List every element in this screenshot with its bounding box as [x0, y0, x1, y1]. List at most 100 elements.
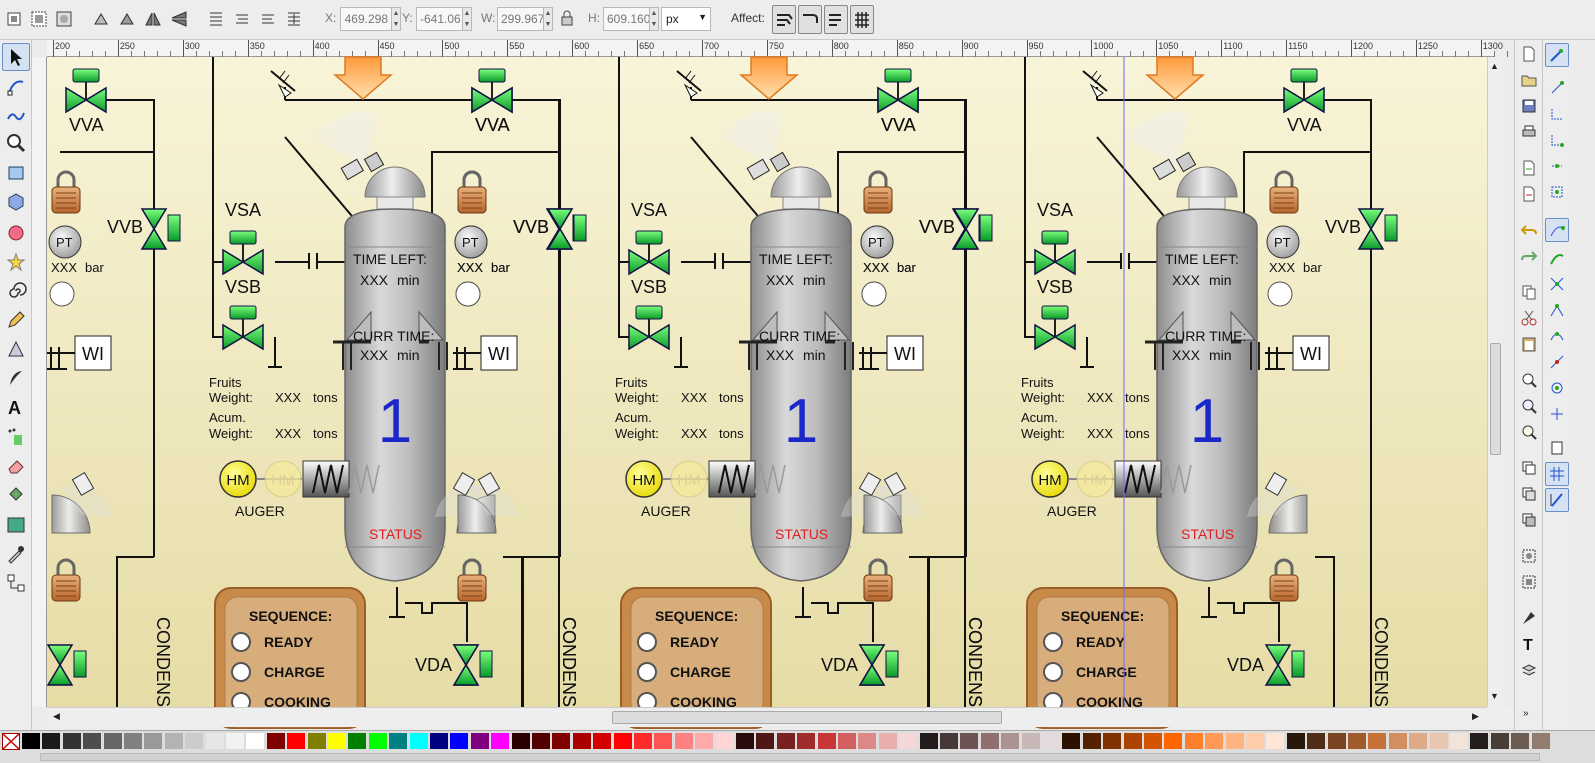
valve-vsb[interactable]	[222, 305, 264, 351]
wi-box-left[interactable]	[886, 335, 924, 371]
color-swatch[interactable]	[654, 733, 673, 749]
pencil-tool-icon[interactable]	[6, 310, 26, 330]
ellipse-tool-icon[interactable]	[6, 223, 26, 243]
valve-vda[interactable]	[1264, 644, 1305, 686]
color-swatch[interactable]	[1144, 733, 1162, 749]
pt-gauge-right[interactable]	[1266, 225, 1300, 259]
color-swatch[interactable]	[470, 733, 489, 749]
hm-motor-indicator[interactable]	[1031, 460, 1069, 498]
undo-icon[interactable]	[1520, 222, 1537, 238]
color-swatch[interactable]	[450, 733, 469, 749]
pt-gauge-left[interactable]	[454, 225, 488, 259]
raise-to-top-icon[interactable]	[207, 10, 225, 28]
color-swatch[interactable]	[858, 733, 877, 749]
export-icon[interactable]	[1521, 186, 1537, 202]
valve-vva-right[interactable]	[1283, 68, 1325, 114]
scroll-down-icon[interactable]: ▼	[1490, 691, 1499, 701]
text-font-icon[interactable]: T	[1521, 636, 1537, 654]
hm-motor-indicator[interactable]	[219, 460, 257, 498]
spray-tool-icon[interactable]	[6, 427, 26, 447]
affect-stroke-width-button[interactable]	[772, 5, 796, 34]
color-swatch[interactable]	[1286, 733, 1305, 749]
wi-box-right[interactable]	[1292, 335, 1330, 371]
padlock-icon[interactable]	[863, 170, 893, 214]
padlock-icon[interactable]	[457, 170, 487, 214]
snap-grids-toggle[interactable]	[1545, 462, 1569, 486]
vertical-scrollbar[interactable]: ▲ ▼	[1487, 57, 1502, 707]
valve-vva-left[interactable]	[471, 68, 513, 114]
palette-scrollbar[interactable]	[40, 753, 1540, 761]
color-swatch[interactable]	[22, 733, 40, 749]
zoom-page-icon[interactable]	[1521, 424, 1537, 440]
redo-icon[interactable]	[1521, 248, 1538, 264]
color-swatch[interactable]	[1490, 733, 1509, 749]
color-swatch[interactable]	[1470, 733, 1489, 749]
color-swatch[interactable]	[1103, 733, 1122, 749]
color-swatch[interactable]	[205, 733, 224, 749]
x-input[interactable]: 469.298	[340, 7, 392, 31]
color-swatch[interactable]	[552, 733, 571, 749]
height-spinner[interactable]: ▲▼	[649, 7, 659, 31]
color-swatch[interactable]	[409, 733, 428, 749]
color-swatch[interactable]	[838, 733, 856, 749]
snap-line-midpoints-icon[interactable]	[1549, 354, 1565, 370]
rectangle-tool-icon[interactable]	[6, 163, 26, 183]
spiral-tool-icon[interactable]	[6, 281, 27, 301]
fill-stroke-icon[interactable]	[1521, 610, 1537, 626]
color-swatch[interactable]	[817, 733, 836, 749]
indicator-lamp-left[interactable]	[455, 281, 481, 307]
snap-rotation-centers-icon[interactable]	[1549, 406, 1565, 422]
color-swatch[interactable]	[185, 733, 204, 749]
wi-box-left[interactable]	[480, 335, 518, 371]
color-swatch[interactable]	[1001, 733, 1020, 749]
color-swatch[interactable]	[348, 733, 367, 749]
color-swatch[interactable]	[1348, 733, 1366, 749]
indicator-lamp-left[interactable]	[861, 281, 887, 307]
horizontal-scroll-thumb[interactable]	[612, 711, 1002, 724]
cooker-tank[interactable]	[344, 166, 446, 582]
affect-corners-button[interactable]	[798, 5, 822, 34]
snap-page-border-icon[interactable]	[1549, 440, 1565, 456]
save-icon[interactable]	[1521, 98, 1537, 114]
drawing-canvas[interactable]: VVAVVAVVBVVBVSAVSBPTPTXXXbarXXXbarWIWITI…	[46, 56, 1487, 729]
color-swatch[interactable]	[1123, 733, 1142, 749]
color-swatch[interactable]	[695, 733, 714, 749]
color-swatch[interactable]	[1368, 733, 1387, 749]
seq-charge-radio[interactable]	[1043, 662, 1063, 682]
unit-select[interactable]: px▼	[661, 7, 711, 31]
group-icon[interactable]	[1521, 548, 1537, 564]
color-swatch[interactable]	[430, 733, 448, 749]
x-spinner[interactable]: ▲▼	[391, 7, 401, 31]
color-swatch[interactable]	[797, 733, 816, 749]
valve-vsa[interactable]	[222, 230, 264, 276]
lock-proportions-icon[interactable]	[558, 9, 576, 27]
snap-bbox-icon[interactable]	[1549, 80, 1565, 96]
snap-cusp-nodes-icon[interactable]	[1549, 302, 1565, 318]
valve-vsa[interactable]	[628, 230, 670, 276]
height-input[interactable]: 609.160	[603, 7, 650, 31]
color-swatch[interactable]	[899, 733, 918, 749]
color-swatch[interactable]	[1450, 733, 1468, 749]
indicator-lamp-left[interactable]	[49, 281, 75, 307]
snap-bbox-midpoints-icon[interactable]	[1549, 158, 1565, 174]
color-swatch[interactable]	[1531, 733, 1550, 749]
color-swatch[interactable]	[593, 733, 612, 749]
no-paint-icon[interactable]	[2, 733, 20, 750]
color-swatch[interactable]	[1429, 733, 1448, 749]
seq-ready-radio[interactable]	[1043, 632, 1063, 652]
color-swatch[interactable]	[1409, 733, 1428, 749]
color-swatch[interactable]	[368, 733, 387, 749]
valve-left-bottom[interactable]	[858, 644, 899, 686]
flip-horizontal-icon[interactable]	[144, 10, 162, 28]
copy-icon[interactable]	[1521, 284, 1537, 300]
color-swatch[interactable]	[674, 733, 693, 749]
snap-bbox-edges-icon[interactable]	[1549, 106, 1565, 122]
color-swatch[interactable]	[1225, 733, 1244, 749]
duplicate-icon[interactable]	[1521, 460, 1537, 476]
cooker-tank[interactable]	[750, 166, 852, 582]
selector-tool-active[interactable]	[2, 43, 30, 71]
connector-tool-icon[interactable]	[6, 573, 26, 593]
padlock-icon[interactable]	[1269, 170, 1299, 214]
color-swatch[interactable]	[1062, 733, 1081, 749]
hm-motor-indicator[interactable]	[625, 460, 663, 498]
